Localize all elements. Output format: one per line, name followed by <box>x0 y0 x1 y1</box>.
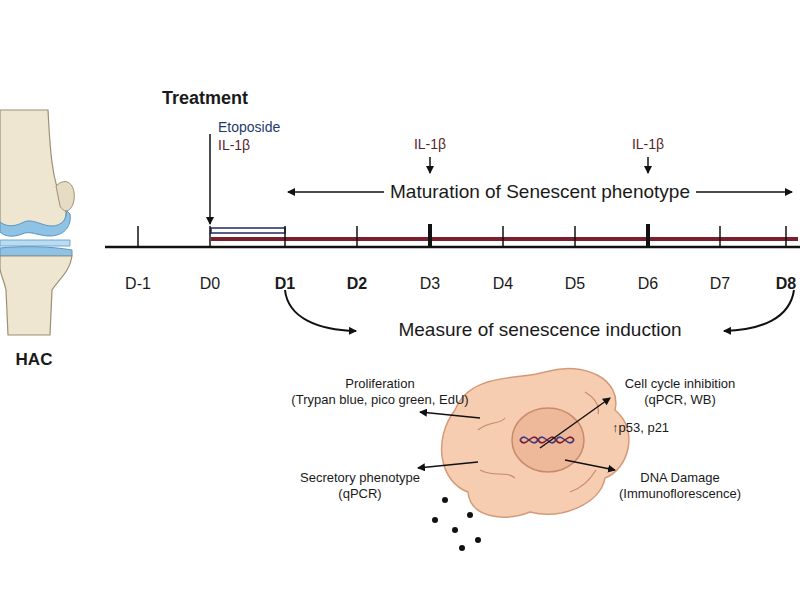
leader-arrow <box>540 398 610 448</box>
day-label: D-1 <box>125 274 151 293</box>
dose-label: IL-1β <box>414 136 446 153</box>
day-label: D5 <box>565 274 585 293</box>
day-label: D3 <box>420 274 440 293</box>
knee-illustration <box>0 110 74 335</box>
dose-arrow <box>647 157 649 173</box>
axis-tick <box>137 226 139 247</box>
day-label: D7 <box>710 274 730 293</box>
axis-ticks <box>138 224 786 247</box>
drug-name: Etoposide <box>218 119 280 136</box>
readout-label: Proliferation (Trypan blue, pico green, … <box>291 376 468 407</box>
axis-tick <box>502 226 504 247</box>
axis-tick <box>574 226 576 247</box>
phase-label: Maturation of Senescent phenotype <box>384 181 696 204</box>
day-label: D4 <box>493 274 513 293</box>
measure-arrow <box>285 290 356 331</box>
measure-arrow <box>724 290 794 331</box>
axis-tick <box>646 224 650 247</box>
axis-tick <box>356 226 358 247</box>
dose-arrow <box>429 157 431 173</box>
day-label: D0 <box>200 274 220 293</box>
readout-label: Cell cycle inhibition (qPCR, WB) <box>625 376 736 407</box>
treatment-arrow <box>209 134 211 224</box>
measure-label: Measure of senescence induction <box>398 319 681 342</box>
day-label: D6 <box>638 274 658 293</box>
leader-arrow <box>565 460 615 470</box>
il1b-bar <box>211 237 798 241</box>
heading: Treatment <box>162 88 248 110</box>
drug-name: IL-1β <box>218 137 250 154</box>
day-label: D1 <box>275 274 295 293</box>
axis-tick <box>785 226 787 247</box>
tissue-label: HAC <box>16 350 53 370</box>
axis-tick <box>209 226 211 247</box>
axis-tick <box>719 226 721 247</box>
leader-arrow <box>420 412 480 418</box>
leader-arrow <box>418 462 478 468</box>
dose-label: IL-1β <box>632 136 664 153</box>
readout-label: Secretory phenotype (qPCR) <box>300 470 420 501</box>
etoposide-bar <box>211 228 285 233</box>
day-label: D8 <box>776 274 796 293</box>
axis-tick <box>284 226 286 247</box>
marker-label: ↑p53, p21 <box>612 420 669 436</box>
axis-tick <box>428 224 432 247</box>
day-label: D2 <box>347 274 367 293</box>
readout-label: DNA Damage (Immunoflorescence) <box>619 470 741 501</box>
